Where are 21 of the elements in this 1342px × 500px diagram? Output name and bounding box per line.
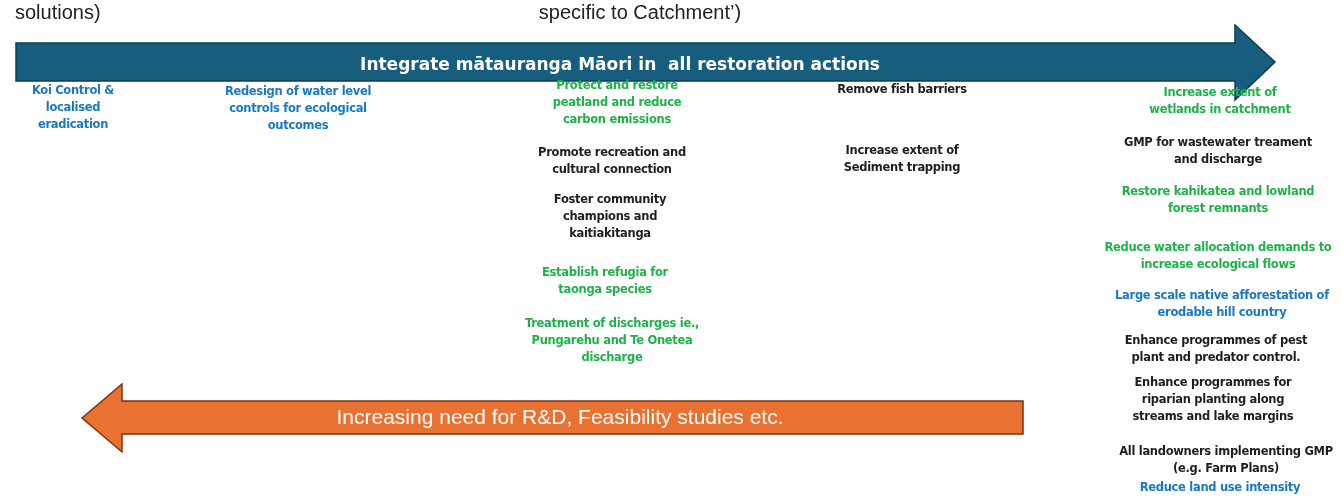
arrow-label: Integrate mātauranga Māori in all restoration actions xyxy=(360,54,880,74)
note-text: specific to Catchment’) xyxy=(538,0,742,24)
action-text: Promote recreation and cultural connection xyxy=(537,144,687,178)
arrow-label: Increasing need for R&D, Feasibility studies etc. xyxy=(336,405,784,429)
action-text: Increase extent of Sediment trapping xyxy=(842,142,962,176)
action-text: Foster community champions and kaitiakitanga xyxy=(552,191,668,242)
action-text: Establish refugia for taonga species xyxy=(541,264,669,298)
action-text: All landowners implementing GMP (e.g. Farm Plans) xyxy=(1118,443,1334,477)
action-text: Reduce water allocation demands to increase ecological flows xyxy=(1103,239,1333,273)
action-text: Redesign of water level controls for ecological outcomes xyxy=(223,83,373,134)
action-text: Koi Control & localised eradication xyxy=(30,82,116,133)
action-text: Enhance programmes for riparian planting along streams and lake margins xyxy=(1131,374,1295,425)
action-text: GMP for wastewater treament and discharge xyxy=(1123,134,1313,168)
action-text: Enhance programmes of pest plant and predator control. xyxy=(1123,332,1309,366)
action-text: Remove fish barriers xyxy=(836,81,968,98)
note-text: solutions) xyxy=(15,0,101,24)
action-text: Protect and restore peatland and reduce carbon emissions xyxy=(551,77,683,128)
action-text: Treatment of discharges ie., Pungarehu and Te Onetea discharge xyxy=(523,315,701,366)
action-text: Large scale native afforestation of erodable hill country xyxy=(1114,287,1331,321)
action-text: Restore kahikatea and lowland forest remnants xyxy=(1120,183,1316,217)
action-text: Reduce land use intensity xyxy=(1138,479,1302,496)
